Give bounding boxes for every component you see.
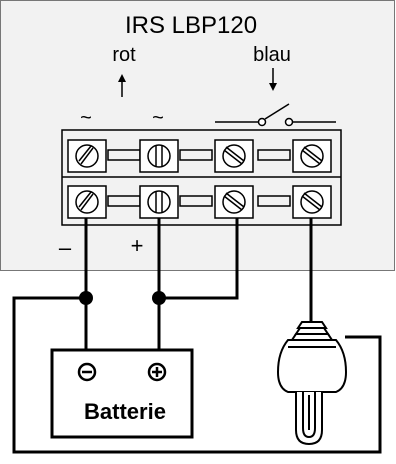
- arrow-down-icon: [269, 68, 277, 91]
- wires: [12, 218, 382, 454]
- junction-dot: [79, 291, 93, 305]
- screw-icon: [214, 139, 254, 173]
- ac-symbol-1: ~: [80, 107, 92, 129]
- label-rot: rot: [112, 44, 136, 66]
- label-blau: blau: [253, 44, 291, 66]
- ac-symbol-2: ~: [152, 107, 164, 129]
- screw-terminals-bottom: [67, 185, 332, 219]
- arrow-up-icon: [118, 74, 126, 97]
- screw-terminals-top: [67, 139, 332, 173]
- battery-plus-icon: [147, 362, 167, 382]
- screw-icon: [292, 185, 332, 219]
- screw-icon: [139, 139, 179, 173]
- screw-icon: [67, 185, 107, 219]
- battery: [50, 348, 194, 439]
- screw-icon: [214, 185, 254, 219]
- terminal-minus-label: –: [59, 235, 72, 260]
- screw-icon: [292, 139, 332, 173]
- junction-dot: [152, 291, 166, 305]
- battery-label: Batterie: [84, 399, 166, 424]
- device-title: IRS LBP120: [125, 12, 257, 39]
- screw-icon: [139, 185, 179, 219]
- screw-icon: [67, 139, 107, 173]
- switch-symbol: [215, 103, 336, 127]
- terminal-plus-label: +: [131, 233, 144, 258]
- lamp-icon: [276, 321, 348, 446]
- battery-minus-icon: [77, 362, 97, 382]
